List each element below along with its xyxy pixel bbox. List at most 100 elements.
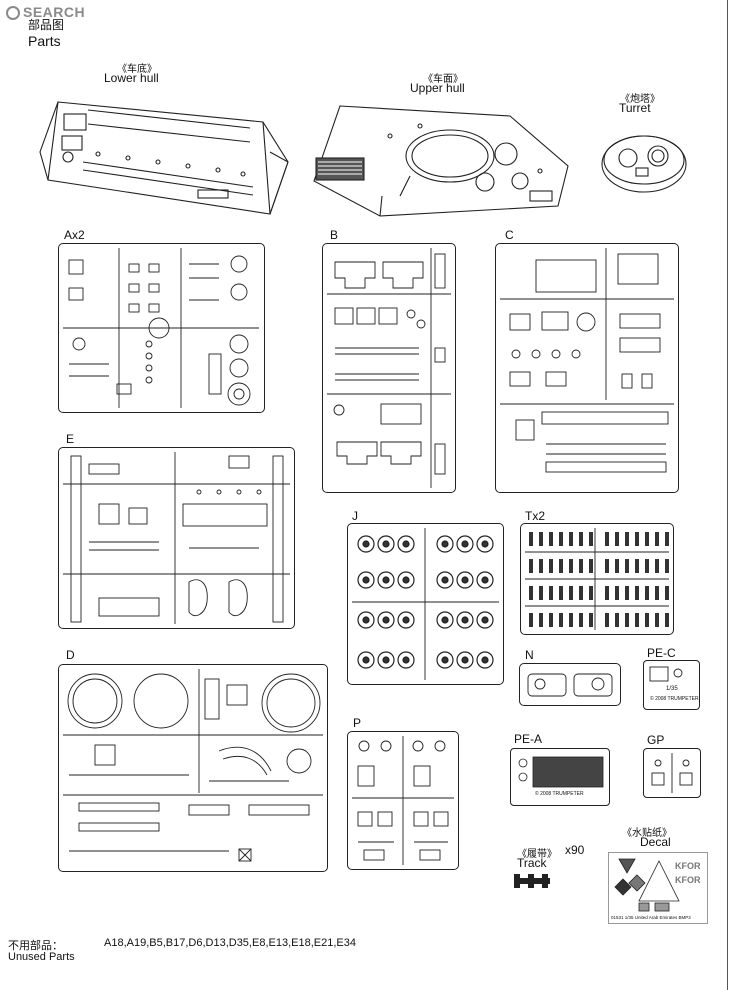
watermark-text: SEARCH [23,4,86,20]
track-link [655,613,659,627]
road-wheel-group [357,535,494,669]
track-link [579,559,583,573]
track-link [605,532,609,546]
track-link [549,586,553,600]
track-link [635,532,639,546]
track-link [645,532,649,546]
gp-label: GP [647,733,665,747]
sprue-e-label: E [66,432,75,446]
decal-drawing [614,858,680,912]
road-wheel-hub [382,656,390,664]
track-link [655,559,659,573]
track-link [529,559,533,573]
sprue-b [322,243,456,493]
road-wheel-hub [402,576,410,584]
sprue-a [58,243,265,413]
track-label: Track [517,856,547,870]
track-link [645,559,649,573]
track-link [589,613,593,627]
track-link [549,613,553,627]
decal-kfor-2: KFOR [675,875,701,885]
sprue-c-label: C [505,228,514,242]
unused-label-en: Unused Parts [8,951,75,963]
pe-c-scale: 1/35 [666,686,678,692]
track-link [605,586,609,600]
sprue-a-drawing [63,248,259,408]
decal-cn: 《水贴纸》 [622,828,672,839]
pe-a-label: PE-A [514,732,543,746]
track-link [605,613,609,627]
road-wheel-hub [481,540,489,548]
title-cn: 部品图 [28,18,65,32]
track-link [549,532,553,546]
road-wheel-hub [402,656,410,664]
sprue-j [347,523,504,685]
sprue-n-drawing [527,673,613,697]
sprue-a-label: Ax2 [64,228,85,242]
sprue-t-label: Tx2 [525,509,546,523]
logo-icon [6,6,20,20]
track-link [569,613,573,627]
track-link [589,532,593,546]
sprue-d-drawing [63,669,323,862]
sprue-p [347,731,459,870]
track-link [615,532,619,546]
upper-hull-cn: 《车面》 [423,74,463,85]
pe-c-fret: 1/35 © 2008 TRUMPETER [643,660,700,710]
track-link [539,532,543,546]
decal-kfor-1: KFOR [675,861,701,871]
track-link [625,586,629,600]
track-link [529,532,533,546]
road-wheel-hub [461,576,469,584]
road-wheel-hub [362,616,370,624]
track-link [559,532,563,546]
pe-c-drawing [649,666,683,682]
pe-a-drawing [518,756,604,788]
track-link [529,586,533,600]
unused-parts-list: A18,A19,B5,B17,D6,D13,D35,E8,E13,E18,E21… [104,937,356,949]
road-wheel-hub [382,540,390,548]
track-link-group [529,532,669,627]
sprue-t-drawing [525,528,669,630]
track-link [605,559,609,573]
track-link [549,559,553,573]
scan-edge-line [727,0,728,990]
track-link [665,586,669,600]
sprue-t [520,523,674,635]
lower-hull-label: Lower hull [104,71,159,85]
track-link [529,613,533,627]
upper-hull-drawing [313,105,569,217]
turret-label: Turret [619,101,651,115]
sprue-e-drawing [63,452,290,624]
sprue-j-drawing [352,528,499,680]
track-link [559,586,563,600]
track-link [635,586,639,600]
track-link [559,613,563,627]
track-link [569,532,573,546]
track-link-drawing [514,874,550,888]
track-link [569,586,573,600]
track-link [655,586,659,600]
track-link [579,586,583,600]
sprue-c [495,243,679,493]
decal-label: Decal [640,835,671,849]
road-wheel-hub [402,540,410,548]
sprue-n [519,663,621,706]
unused-label-cn: 不用部品： [8,939,63,952]
sprue-p-drawing [352,736,454,865]
road-wheel-hub [362,576,370,584]
track-link [579,613,583,627]
road-wheel-hub [441,540,449,548]
gp-sprue [643,748,701,798]
lower-hull-drawing [39,101,289,215]
sprue-p-label: P [353,716,362,730]
track-link [625,613,629,627]
decal-sheet: KFOR KFOR 01531 1/35 United Arab Emirate… [608,852,708,924]
watermark: SEARCH [6,4,85,20]
sprue-j-label: J [352,509,358,523]
upper-hull-label: Upper hull [410,81,465,95]
road-wheel-hub [461,616,469,624]
page-title: Parts [28,33,61,49]
pe-a-fret: © 2008 TRUMPETER [510,748,610,806]
gp-drawing [651,753,693,793]
